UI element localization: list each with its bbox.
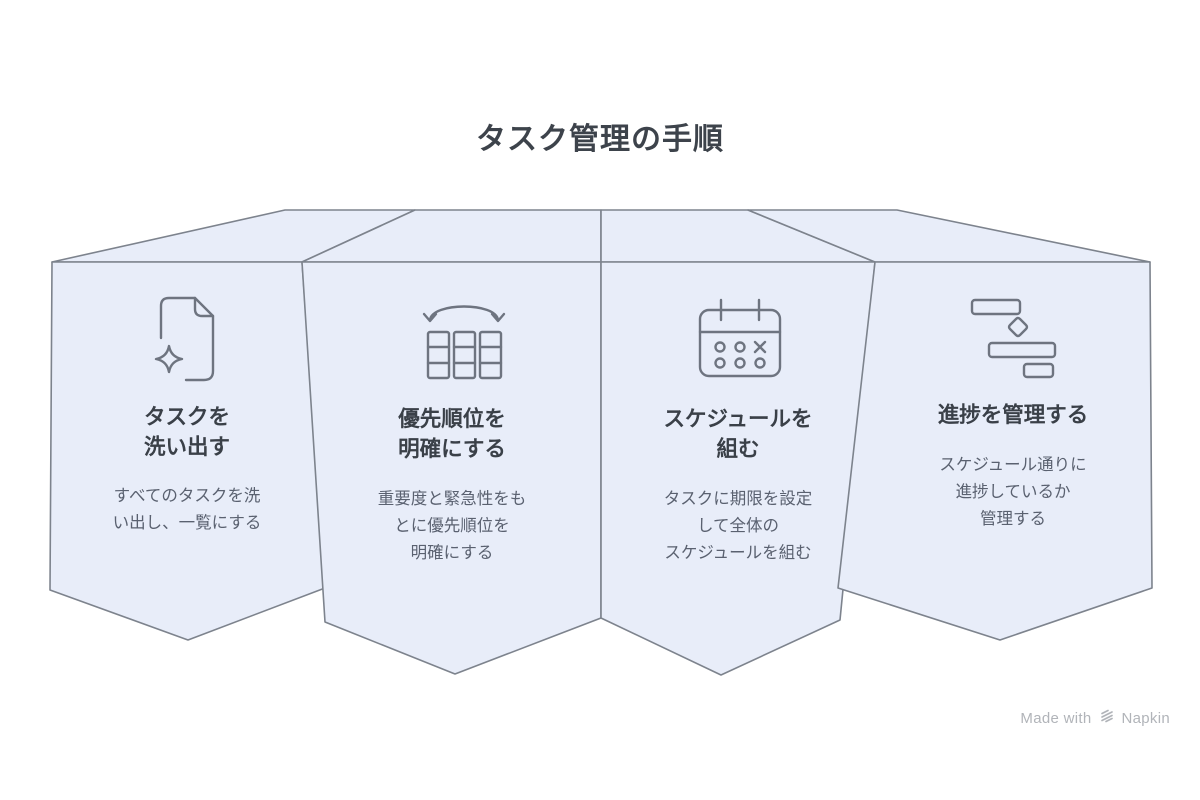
footer-credit: Made with Napkin <box>1020 708 1170 728</box>
napkin-logo-icon <box>1099 708 1115 728</box>
made-with-label: Made with <box>1020 709 1092 727</box>
panel-2-heading: 優先順位を明確にする <box>398 407 506 461</box>
panel-1-body: すべてのタスクを洗い出し、一覧にする <box>112 487 262 532</box>
gantt-icon <box>968 294 1060 382</box>
panel-3-face <box>600 261 876 676</box>
panel-2-face <box>301 261 602 675</box>
page-title: タスク管理の手順 <box>476 123 724 156</box>
panel-4-heading: 進捗を管理する <box>937 403 1089 427</box>
panel-3-body: タスクに期限を設定して全体のスケジュールを組む <box>663 490 813 562</box>
brand-label: Napkin <box>1121 709 1170 727</box>
panel-1-heading: タスクを洗い出す <box>143 405 230 459</box>
panel-2-body: 重要度と緊急性をもとに優先順位を明確にする <box>377 490 527 562</box>
panel-4-body: スケジュール通りに進捗しているか管理する <box>939 456 1087 528</box>
panel-3-heading: スケジュールを組む <box>663 407 813 461</box>
calendar-icon <box>696 296 784 384</box>
panel-1-face <box>49 261 326 641</box>
document-sparkle-icon <box>152 294 234 386</box>
priority-columns-icon <box>420 294 508 382</box>
panel-4-face <box>837 261 1153 641</box>
